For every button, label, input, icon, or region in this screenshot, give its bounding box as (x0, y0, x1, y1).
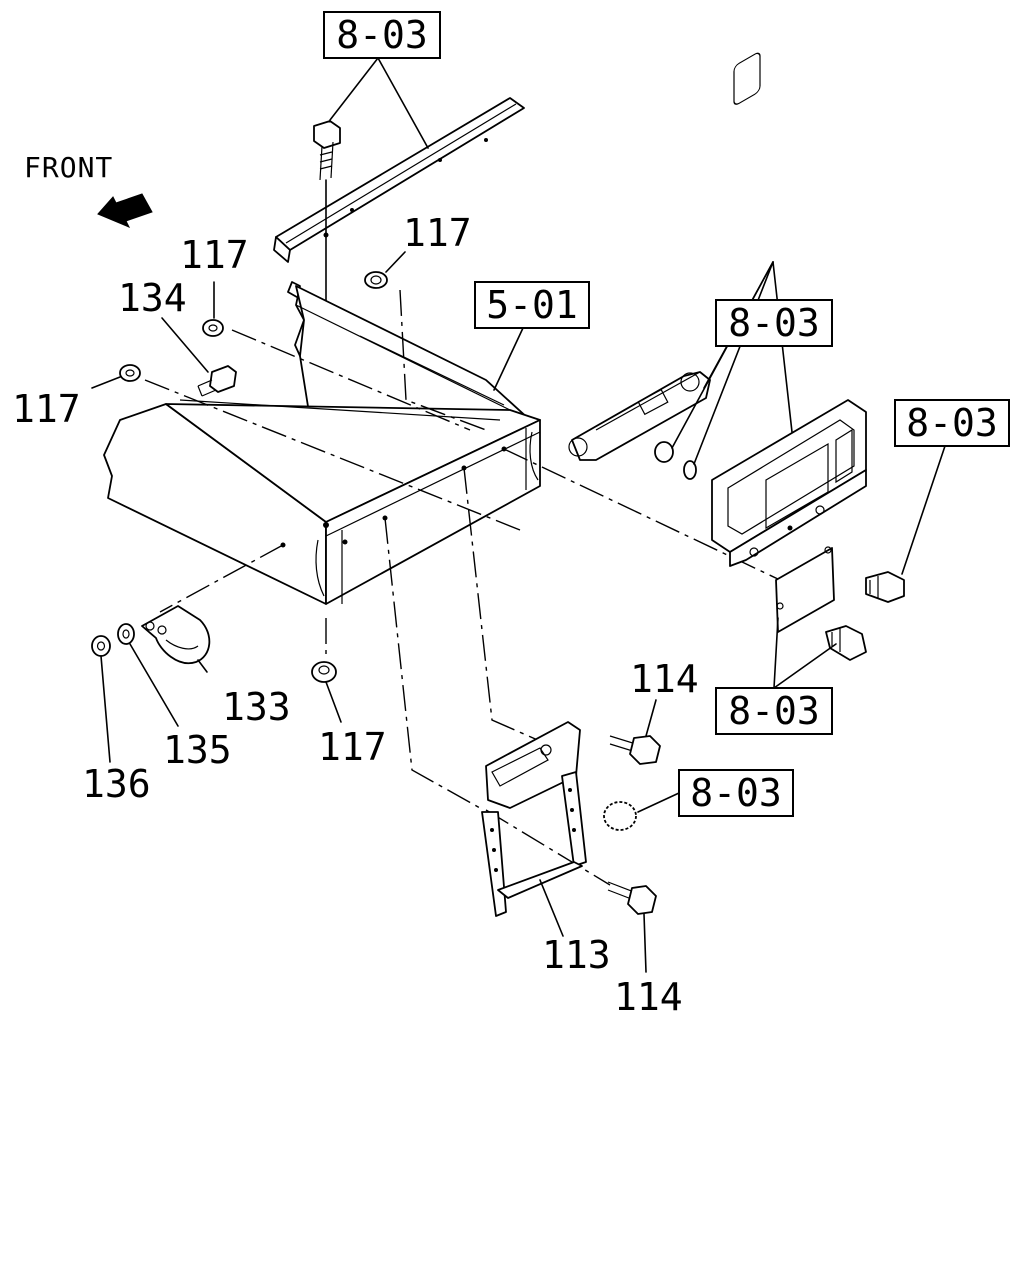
nut-117-bottom (311, 661, 337, 683)
front-label: FRONT (24, 151, 113, 184)
svg-text:8-03: 8-03 (906, 401, 998, 445)
svg-text:8-03: 8-03 (690, 771, 782, 815)
callout-114-lower: 114 (614, 975, 683, 1019)
bolt-plate-upper (865, 571, 905, 603)
callout-134: 134 (118, 276, 187, 320)
top-rail-bracket (273, 97, 525, 263)
ref-box-frame: 5-01 (474, 281, 590, 329)
nut-117-top (364, 271, 388, 289)
svg-text:5-01: 5-01 (486, 283, 578, 327)
nut-117-upper-left (202, 319, 224, 337)
bolt-134 (197, 365, 237, 397)
bolt-plate-lower (825, 625, 867, 661)
washer-arm (683, 460, 697, 480)
bracket-113 (481, 721, 587, 917)
callout-117-bottom: 117 (318, 725, 387, 769)
callout-114-upper: 114 (630, 657, 699, 701)
ref-box-arm: 8-03 (715, 299, 833, 347)
callout-117-top: 117 (403, 211, 472, 255)
svg-text:8-03: 8-03 (728, 301, 820, 345)
mounting-arm (568, 371, 711, 461)
tow-hook-133 (141, 605, 211, 665)
bolt-114-lower (607, 881, 657, 915)
cap-nut (603, 801, 637, 831)
assembly-centerlines (144, 289, 781, 886)
callout-136: 136 (82, 762, 151, 806)
ref-box-cap: 8-03 (678, 769, 794, 817)
nut-136 (91, 635, 111, 657)
front-arrow-icon (97, 193, 153, 228)
chassis-frame (103, 281, 541, 605)
top-bolt (313, 120, 341, 181)
ref-box-lamp: 8-03 (894, 399, 1010, 447)
callout-135: 135 (163, 728, 232, 772)
callout-133: 133 (222, 685, 291, 729)
callout-117-left: 117 (12, 387, 81, 431)
callout-113: 113 (542, 933, 611, 977)
washer-135 (117, 623, 135, 645)
leader-lines (91, 57, 946, 973)
ref-box-top: 8-03 (323, 11, 441, 59)
tail-lamp-assembly (711, 52, 867, 567)
svg-text:8-03: 8-03 (336, 13, 428, 57)
bolt-114-upper (609, 735, 661, 765)
svg-text:8-03: 8-03 (728, 689, 820, 733)
ref-box-plate: 8-03 (715, 687, 833, 735)
callout-117-upper-left: 117 (180, 233, 249, 277)
nut-117-left (119, 364, 141, 382)
mounting-plate (775, 546, 835, 633)
nut-arm (654, 441, 674, 463)
